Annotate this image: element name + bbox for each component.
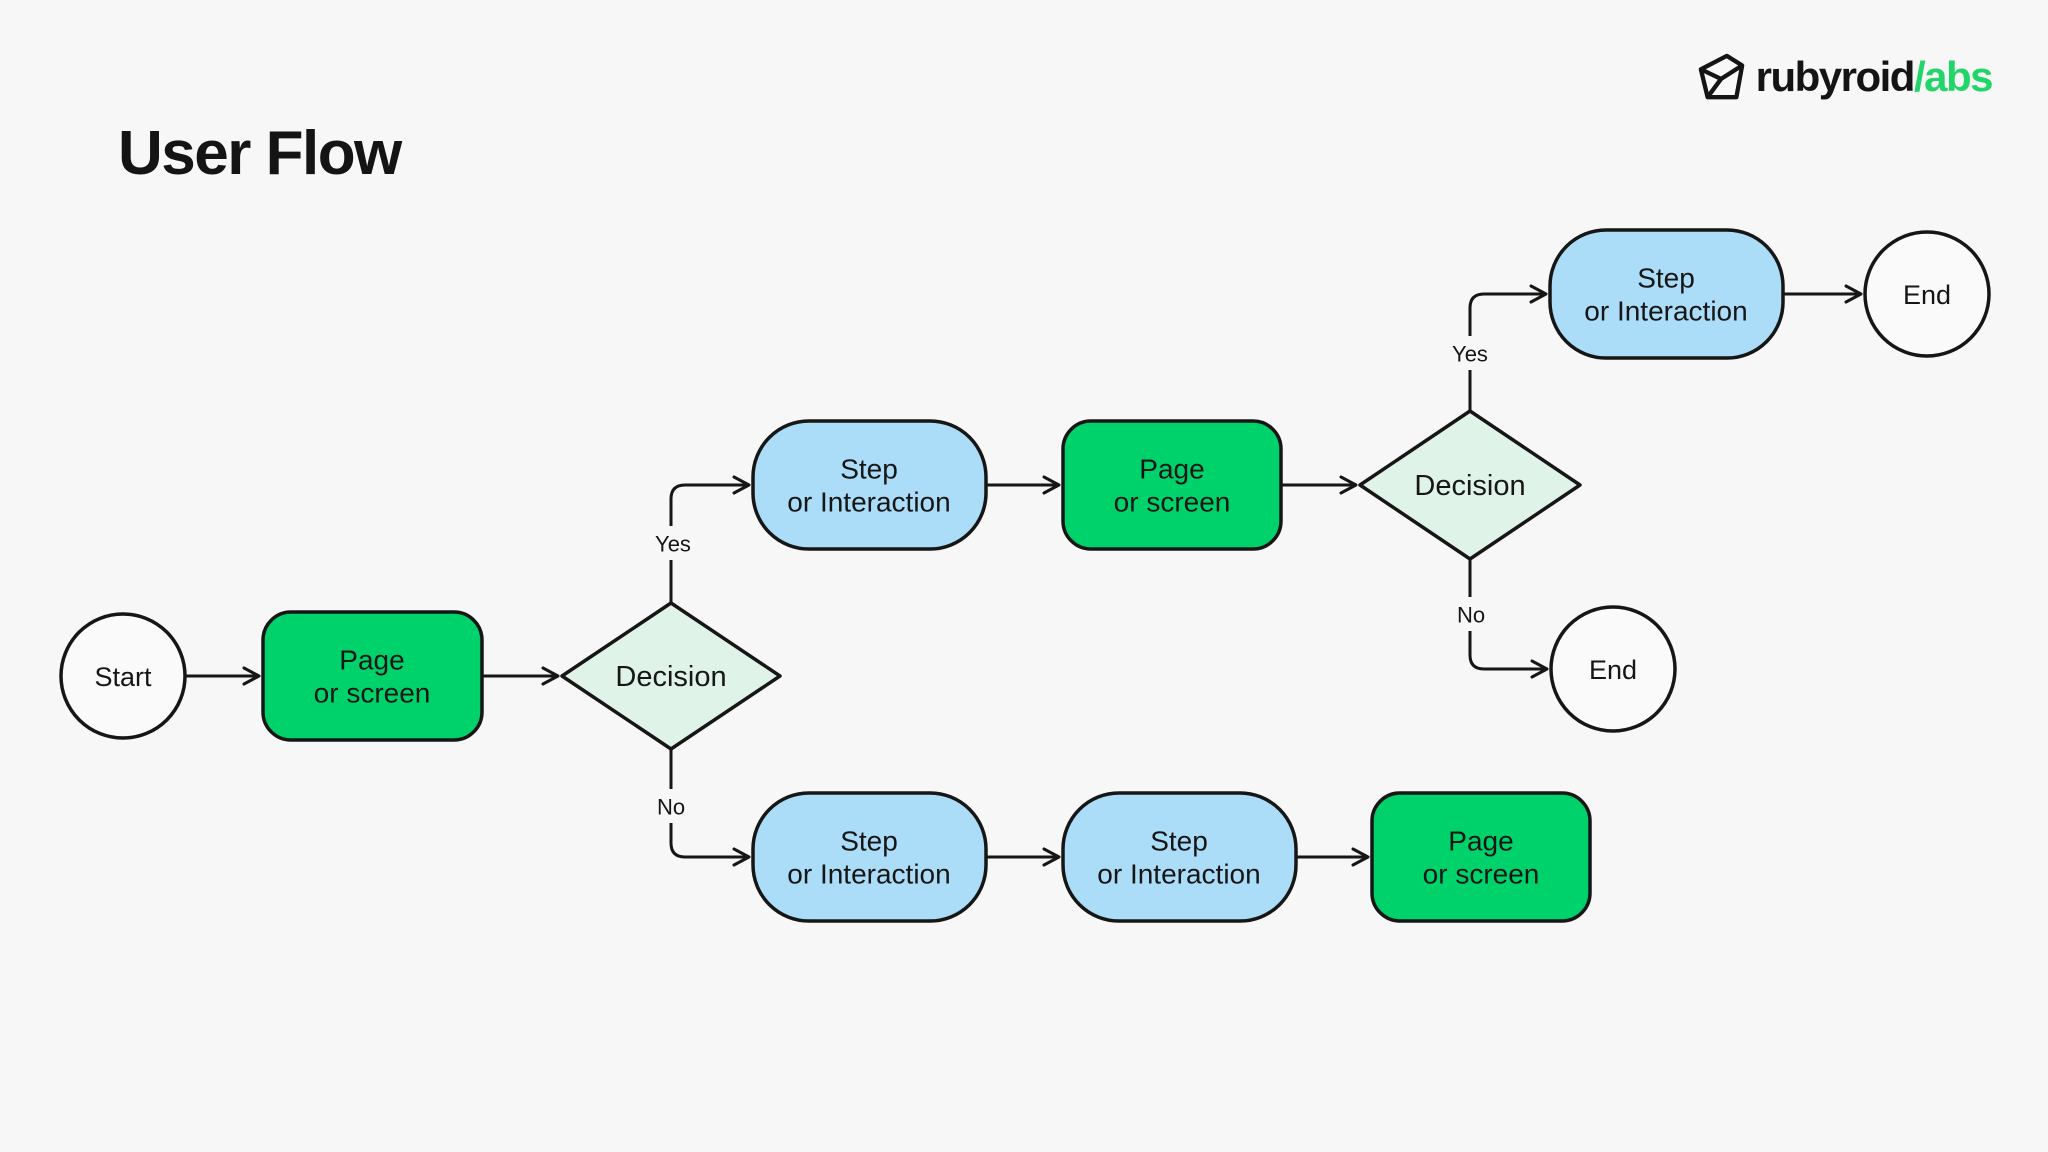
svg-text:End: End <box>1903 280 1951 310</box>
node-page-or-screen-2: Page or screen <box>1061 419 1283 551</box>
edge-label-no-2: No <box>1448 597 1494 631</box>
node-step-top-mid: Step or Interaction <box>751 419 988 551</box>
edge-decision2-yes-to-step-topright <box>1468 284 1548 411</box>
node-start: Start <box>59 612 187 740</box>
svg-text:Yes: Yes <box>1452 342 1488 367</box>
node-step-top-right: Step or Interaction <box>1548 228 1785 360</box>
node-end-middle: End <box>1549 605 1677 733</box>
svg-text:Step: Step <box>1150 826 1208 857</box>
node-decision-1: Decision <box>560 601 782 751</box>
node-step-bottom-1: Step or Interaction <box>751 791 988 923</box>
page-title: User Flow <box>118 119 402 188</box>
node-step-bottom-2: Step or Interaction <box>1061 791 1298 923</box>
svg-text:End: End <box>1589 655 1637 685</box>
node-page-or-screen-1: Page or screen <box>261 610 484 742</box>
svg-text:or screen: or screen <box>1423 859 1540 890</box>
svg-text:or Interaction: or Interaction <box>787 487 950 518</box>
svg-text:Page: Page <box>339 645 404 676</box>
svg-text:or screen: or screen <box>314 678 431 709</box>
node-decision-2: Decision <box>1358 409 1582 561</box>
svg-text:No: No <box>1457 603 1485 628</box>
svg-text:Step: Step <box>840 826 898 857</box>
svg-text:or Interaction: or Interaction <box>787 859 950 890</box>
edge-decision1-yes-to-step-top <box>669 475 751 603</box>
edge-decision2-no-to-end <box>1468 559 1549 679</box>
svg-text:Start: Start <box>94 662 152 692</box>
edge-label-no-1: No <box>648 789 694 823</box>
svg-text:No: No <box>657 795 685 820</box>
edge-label-yes-1: Yes <box>646 526 700 560</box>
svg-text:or screen: or screen <box>1114 487 1231 518</box>
node-page-or-screen-3: Page or screen <box>1370 791 1592 923</box>
rubyroidlabs-logo: rubyroid/abs <box>1698 52 1994 102</box>
gem-icon <box>1698 53 1744 100</box>
edge-label-yes-2: Yes <box>1443 336 1497 370</box>
logo-brand-text: rubyroid <box>1755 53 1916 100</box>
svg-text:Yes: Yes <box>655 532 691 557</box>
svg-text:Decision: Decision <box>1414 470 1525 502</box>
svg-text:Step: Step <box>840 454 898 485</box>
svg-text:Page: Page <box>1448 826 1513 857</box>
logo-labs-text: /abs <box>1913 53 1994 100</box>
svg-text:or Interaction: or Interaction <box>1584 296 1747 327</box>
svg-text:Step: Step <box>1637 263 1695 294</box>
svg-text:Decision: Decision <box>615 661 726 693</box>
node-end-top: End <box>1863 230 1991 358</box>
svg-text:Page: Page <box>1139 454 1204 485</box>
svg-text:or Interaction: or Interaction <box>1097 859 1260 890</box>
edge-decision1-no-to-step-bottom1 <box>669 749 751 867</box>
